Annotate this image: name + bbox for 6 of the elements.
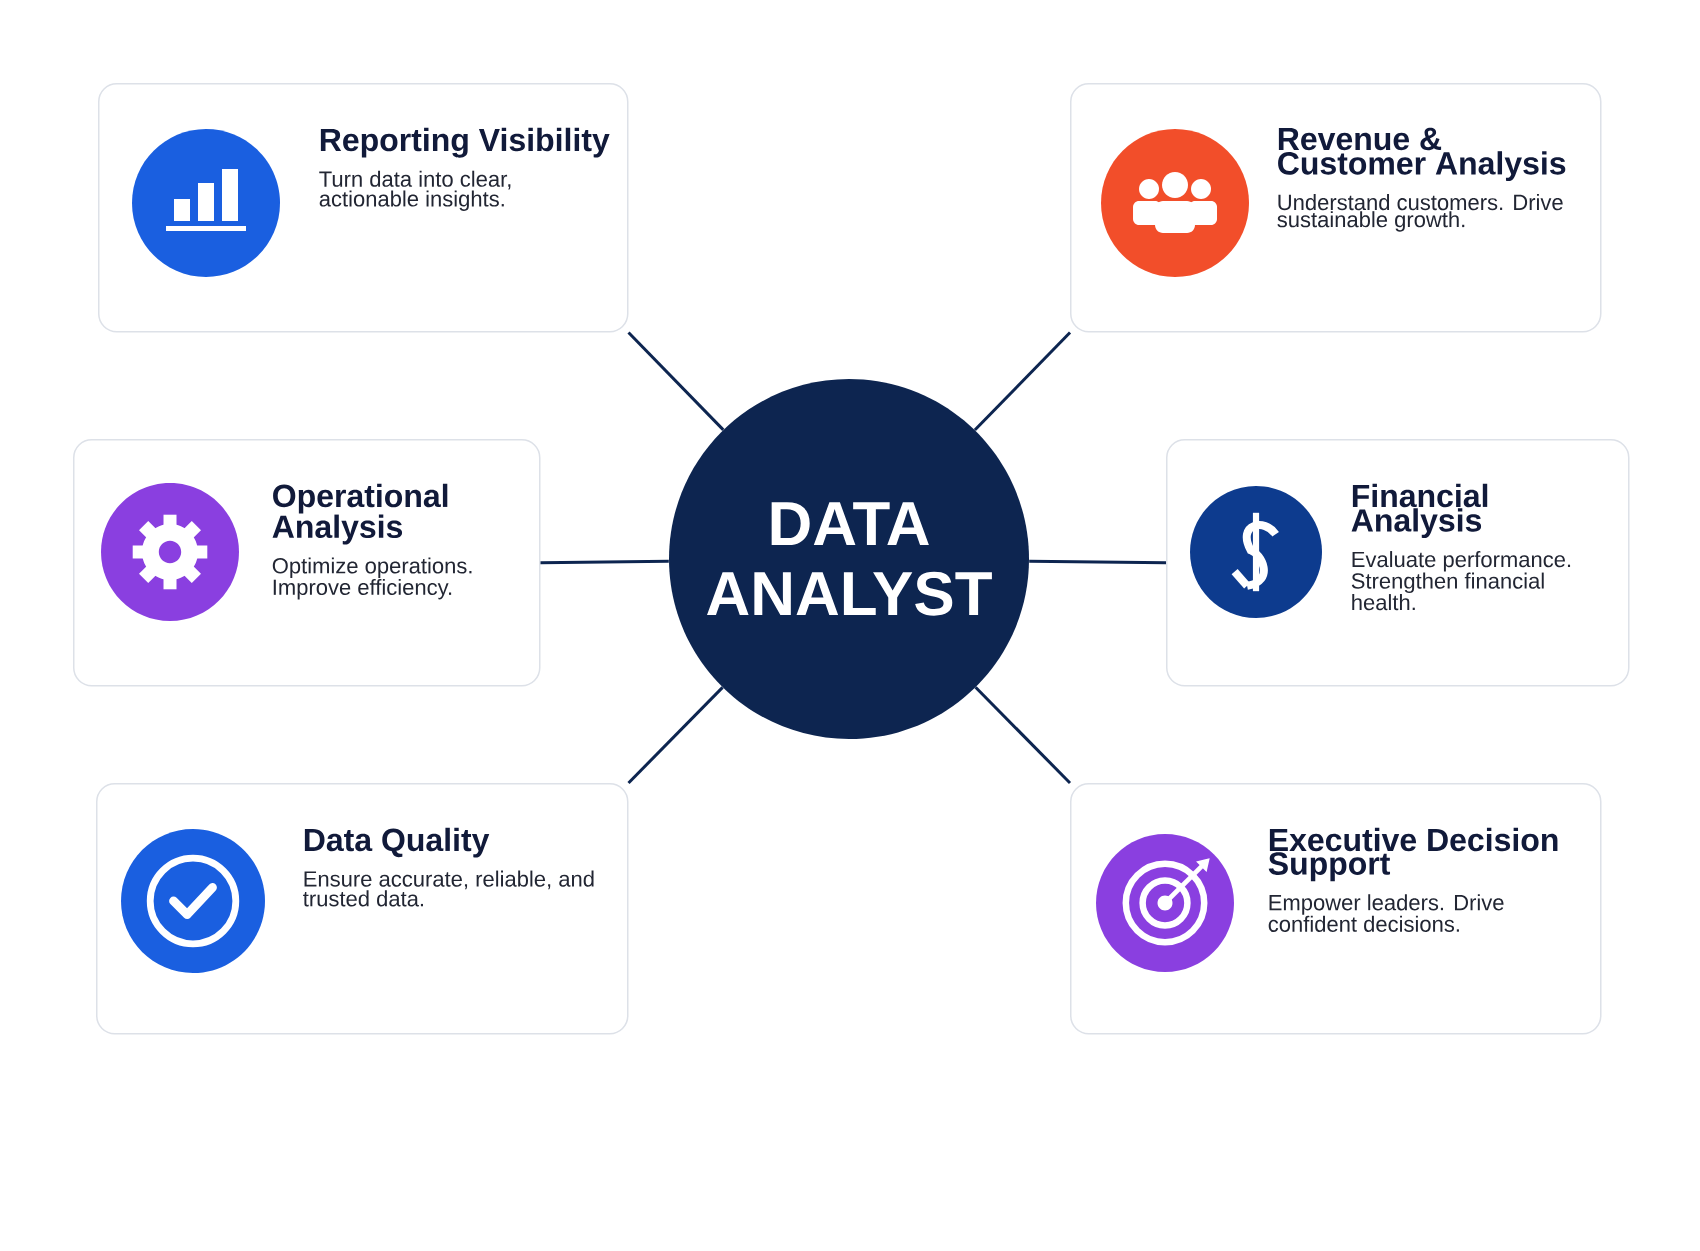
connector-line: [973, 331, 1072, 432]
connector-line: [540, 559, 669, 565]
connector-line: [627, 686, 724, 785]
connector-line: [627, 331, 725, 431]
connector-line: [1029, 559, 1167, 565]
connector-line: [974, 686, 1072, 785]
